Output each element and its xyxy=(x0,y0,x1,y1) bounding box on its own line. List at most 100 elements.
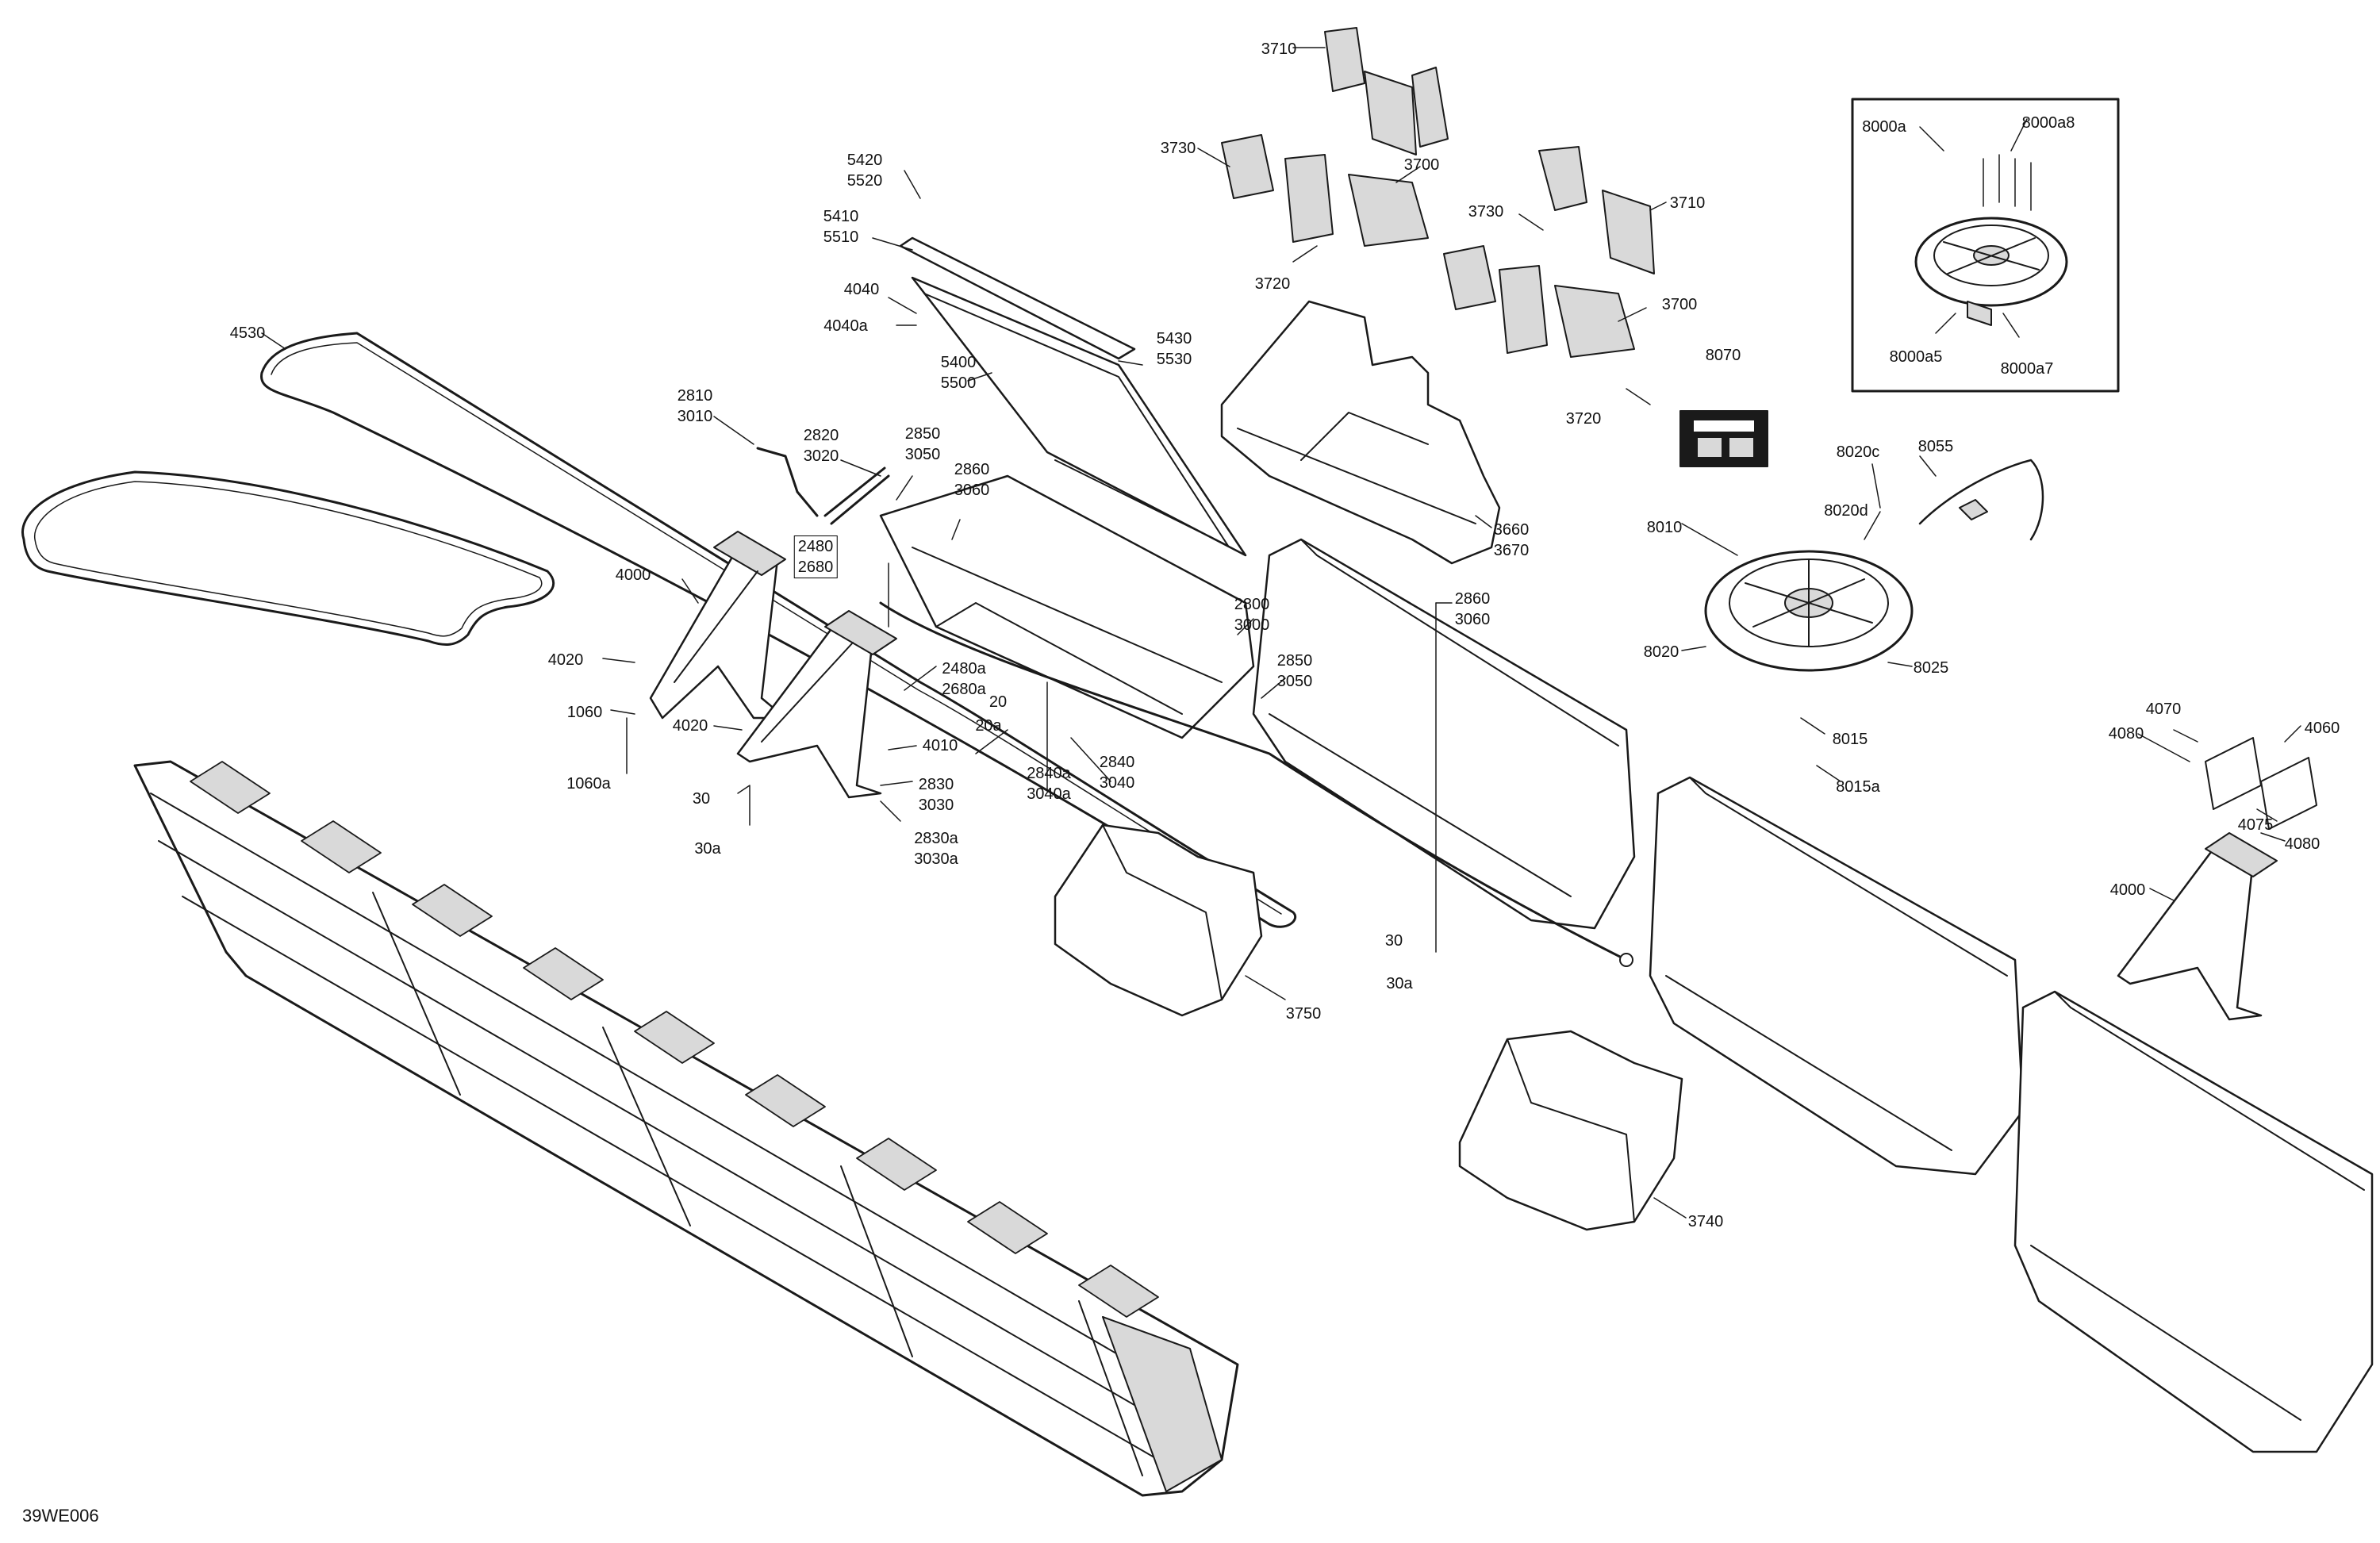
callout-line: 3050 xyxy=(904,446,941,463)
callout-8000a: 8000a xyxy=(1862,117,1906,137)
callout-3720: 3720 xyxy=(1255,274,1291,294)
callout-line: 2850 xyxy=(1276,652,1313,670)
callout-line: 3720 xyxy=(1565,410,1602,428)
callout-line: 3050 xyxy=(1276,673,1313,690)
callout-line: 5510 xyxy=(823,228,859,246)
callout-line: 3030 xyxy=(918,796,954,814)
bracket-4000-left xyxy=(649,531,787,720)
callout-4530: 4530 xyxy=(230,323,266,344)
cooler-3660 xyxy=(1220,300,1501,565)
callout-line: 8020d xyxy=(1824,502,1868,520)
callout-line: 2480a xyxy=(942,660,986,677)
callout-line: 4530 xyxy=(229,324,266,342)
callout-line: 4075 xyxy=(2237,816,2274,834)
callout-line: 3030a xyxy=(914,850,958,868)
callout-30: 30 xyxy=(693,789,710,809)
callout-line: 3060 xyxy=(954,482,990,499)
callout-line: 4060 xyxy=(2304,720,2340,737)
cooler-3750 xyxy=(1054,823,1263,1017)
callout-line: 3700 xyxy=(1661,296,1698,313)
callout-4000: 4000 xyxy=(2110,880,2146,900)
callout-line: 4070 xyxy=(2145,700,2182,718)
callout-line: 3730 xyxy=(1468,203,1504,221)
callout-line: 8000a5 xyxy=(1889,348,1943,366)
bracket-plate-4070 xyxy=(2205,737,2317,830)
callout-4060: 4060 xyxy=(2305,718,2340,739)
callout-2850: 2850 3050 xyxy=(905,424,941,465)
drawing-code: 39WE006 xyxy=(22,1506,99,1526)
callout-line: 4020 xyxy=(672,717,708,735)
callout-line: 1060 xyxy=(566,704,603,721)
callout-3710: 3710 xyxy=(1261,39,1297,59)
callout-4000: 4000 xyxy=(616,565,651,585)
callout-3700: 3700 xyxy=(1662,294,1698,315)
callout-line: 8070 xyxy=(1705,347,1741,364)
callout-8010: 8010 xyxy=(1647,517,1683,538)
callout-line: 4000 xyxy=(615,566,651,584)
callout-line: 2680 xyxy=(797,558,834,576)
callout-line: 3000 xyxy=(1234,616,1270,634)
bracket-4000-middle xyxy=(736,610,897,799)
callout-3720: 3720 xyxy=(1566,409,1602,429)
strap-8055 xyxy=(1918,459,2044,541)
seat-pads-lower xyxy=(1443,146,1655,358)
callout-line: 2850 xyxy=(904,425,941,443)
callout-line: 3040 xyxy=(1099,774,1135,792)
callout-line: 2860 xyxy=(954,461,990,478)
callout-line: 8020 xyxy=(1643,643,1679,661)
callout-line: 30 xyxy=(692,790,711,808)
callout-8000a5: 8000a5 xyxy=(1890,347,1943,367)
callout-line: 8010 xyxy=(1646,519,1683,536)
callout-1060: 1060 xyxy=(567,702,603,723)
callout-2480: 2480 2680 xyxy=(793,535,838,578)
callout-4080: 4080 xyxy=(2285,834,2320,854)
callout-4020: 4020 xyxy=(673,716,708,736)
rail-brackets xyxy=(190,761,1159,1318)
leader-lines xyxy=(261,47,2301,1219)
callout-4020: 4020 xyxy=(548,650,584,670)
callout-line: 5520 xyxy=(846,172,883,190)
callout-line: 2480 xyxy=(797,538,834,555)
rods-2810-2820 xyxy=(756,447,890,525)
callout-line: 30 xyxy=(1384,932,1403,950)
callout-30a: 30a xyxy=(694,839,720,859)
callout-line: 5430 xyxy=(1156,330,1192,347)
callout-line: 8020c xyxy=(1836,443,1880,461)
callout-line: 3660 xyxy=(1493,521,1530,539)
callout-4040: 4040 xyxy=(844,279,880,300)
callout-4070: 4070 xyxy=(2146,699,2182,720)
callout-4075: 4075 xyxy=(2238,815,2274,835)
callout-line: 3710 xyxy=(1261,40,1297,58)
callout-8025: 8025 xyxy=(1914,658,1949,678)
callout-line: 3740 xyxy=(1687,1213,1724,1230)
callout-line: 2810 xyxy=(677,387,713,405)
callout-line: 3720 xyxy=(1254,275,1291,293)
callout-line: 8015 xyxy=(1832,731,1868,748)
callout-line: 2820 xyxy=(803,427,839,444)
callout-line: 8000a xyxy=(1862,118,1906,136)
callout-line: 4040a xyxy=(823,317,868,335)
callout-8015a: 8015a xyxy=(1836,777,1880,797)
callout-line: 8055 xyxy=(1917,438,1954,455)
storage-bin-right-1 xyxy=(1649,776,2025,1176)
cooler-3740 xyxy=(1458,1030,1683,1231)
storage-bin-middle xyxy=(1252,538,1636,930)
callout-8000a8: 8000a8 xyxy=(2022,113,2075,133)
callout-2860: 2860 3060 xyxy=(954,459,990,501)
callout-line: 2800 xyxy=(1234,596,1270,613)
callout-4040a: 4040a xyxy=(823,316,868,336)
callout-8020d: 8020d xyxy=(1824,501,1868,521)
callout-line: 3060 xyxy=(1454,611,1491,628)
callout-line: 20a xyxy=(975,717,1002,735)
callout-20a: 20a xyxy=(975,716,1001,736)
callout-line: 5420 xyxy=(846,152,883,169)
callout-line: 8015a xyxy=(1836,778,1880,796)
